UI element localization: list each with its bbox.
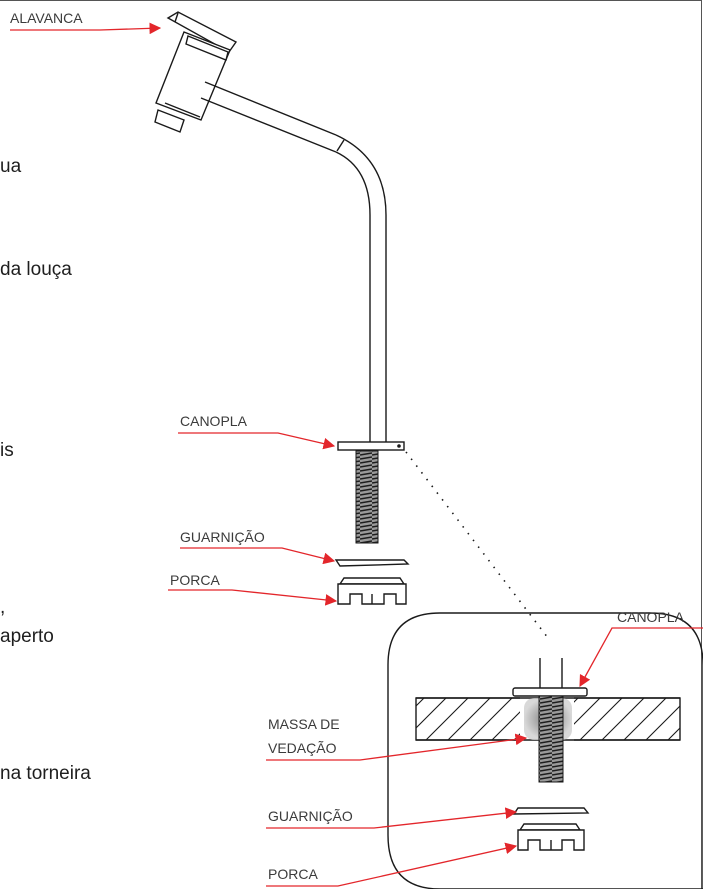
- faucet-body: [154, 11, 387, 445]
- leader-lines: [10, 22, 703, 887]
- leader-guarnicao-main: [180, 547, 336, 565]
- label-massa-line2: VEDAÇÃO: [268, 740, 337, 756]
- guarnicao-detail-part: [512, 807, 590, 815]
- label-canopla-main: CANOPLA: [180, 413, 247, 429]
- label-guarnicao-main: GUARNIÇÃO: [180, 529, 265, 545]
- instruction-text-6: na torneira: [0, 763, 91, 784]
- label-canopla-detail: CANOPLA: [617, 609, 684, 625]
- threaded-shank: [355, 450, 379, 544]
- instruction-text-1: ua: [0, 156, 22, 177]
- detail-frame: [387, 612, 703, 889]
- detail-pipe: [539, 658, 563, 688]
- porca-main-part: [337, 577, 407, 605]
- instruction-text-5: aperto: [0, 626, 54, 647]
- leader-canopla-detail: [579, 627, 703, 688]
- detail-callout-line: [405, 451, 549, 639]
- instruction-text-2: da louça: [0, 259, 72, 280]
- label-guarnicao-detail: GUARNIÇÃO: [268, 808, 353, 824]
- leader-alavanca: [10, 22, 162, 35]
- leader-canopla-main: [178, 432, 336, 450]
- canopla-detail-part: [512, 687, 588, 697]
- label-alavanca: ALAVANCA: [10, 10, 83, 26]
- label-porca-detail: PORCA: [268, 866, 318, 882]
- threaded-shank-detail: [538, 695, 564, 783]
- instruction-text-3: is: [0, 440, 14, 461]
- leader-porca-detail: [266, 842, 518, 887]
- porca-detail-part: [517, 823, 585, 851]
- label-porca-main: PORCA: [170, 572, 220, 588]
- leader-massa: [266, 733, 528, 761]
- leader-guarnicao-detail: [266, 807, 518, 829]
- label-massa-line1: MASSA DE: [268, 716, 340, 732]
- canopla-main-part: [337, 441, 405, 451]
- guarnicao-main-part: [334, 559, 410, 567]
- instruction-text-4: ,: [0, 597, 6, 618]
- leader-porca-main: [168, 589, 338, 606]
